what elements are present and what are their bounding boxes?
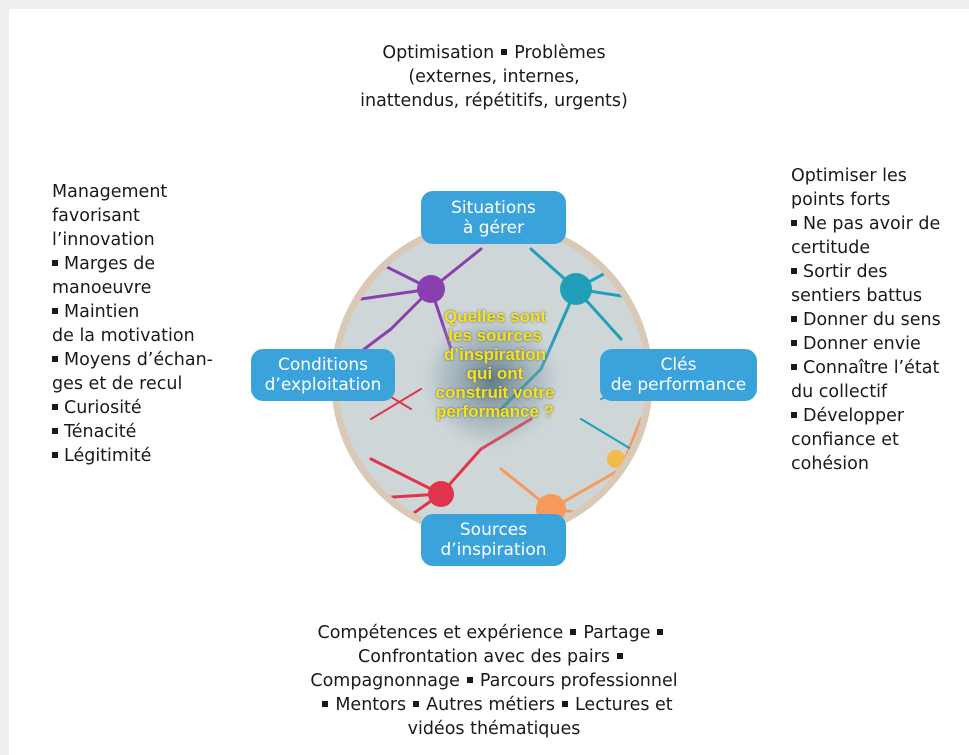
conditions-d-exploitation-pill: Conditions d’exploitation — [251, 349, 395, 401]
central-question: Quelles sont les sources d’inspiration q… — [435, 307, 555, 421]
bullet-square-icon — [617, 653, 624, 659]
list-item: du collectif — [791, 382, 888, 402]
list-item: cohésion — [791, 454, 869, 474]
list-item: Moyens d’échan- — [52, 348, 252, 372]
list-item: Légitimité — [52, 444, 252, 468]
cles-de-performance-pill: Clés de performance — [600, 349, 757, 401]
list-item: de la motivation — [52, 326, 195, 346]
bullet-square-icon — [657, 629, 664, 635]
situations-a-gerer-pill: Situations à gérer — [421, 191, 566, 244]
list-item: points forts — [791, 190, 891, 210]
top-text-line: inattendus, répétitifs, urgents) — [360, 91, 628, 111]
list-item: Ténacité — [52, 420, 252, 444]
bullet-square-icon — [413, 701, 420, 707]
list-item: Sortir des — [791, 260, 969, 284]
list-item: l’innovation — [52, 230, 155, 250]
list-item: manoeuvre — [52, 278, 152, 298]
list-item: favorisant — [52, 206, 140, 226]
list-item: Maintien — [52, 300, 252, 324]
bottom-text-line: vidéos thématiques — [407, 719, 581, 739]
list-item: sentiers battus — [791, 286, 923, 306]
list-item: ges et de recul — [52, 374, 183, 394]
bullet-square-icon — [501, 49, 508, 55]
bullet-square-icon — [466, 677, 473, 683]
list-item: Optimiser les — [791, 166, 907, 186]
list-item: Développer — [791, 404, 969, 428]
list-item: Ne pas avoir de — [791, 212, 969, 236]
list-item: Marges de — [52, 252, 252, 276]
list-item: Donner du sens — [791, 308, 969, 332]
list-item: Management — [52, 182, 168, 202]
list-item: Curiosité — [52, 396, 252, 420]
central-circle — [331, 219, 653, 541]
list-item: certitude — [791, 238, 871, 258]
list-item: Connaître l’état — [791, 356, 969, 380]
top-text-line: (externes, internes, — [408, 67, 580, 87]
list-item: Donner envie — [791, 332, 969, 356]
bullet-square-icon — [570, 629, 577, 635]
bullet-square-icon — [322, 701, 329, 707]
list-item: confiance et — [791, 430, 899, 450]
bottom-text-line: Confrontation avec des pairs — [249, 645, 739, 669]
sources-d-inspiration-pill: Sources d’inspiration — [421, 514, 566, 566]
bullet-square-icon — [561, 701, 568, 707]
